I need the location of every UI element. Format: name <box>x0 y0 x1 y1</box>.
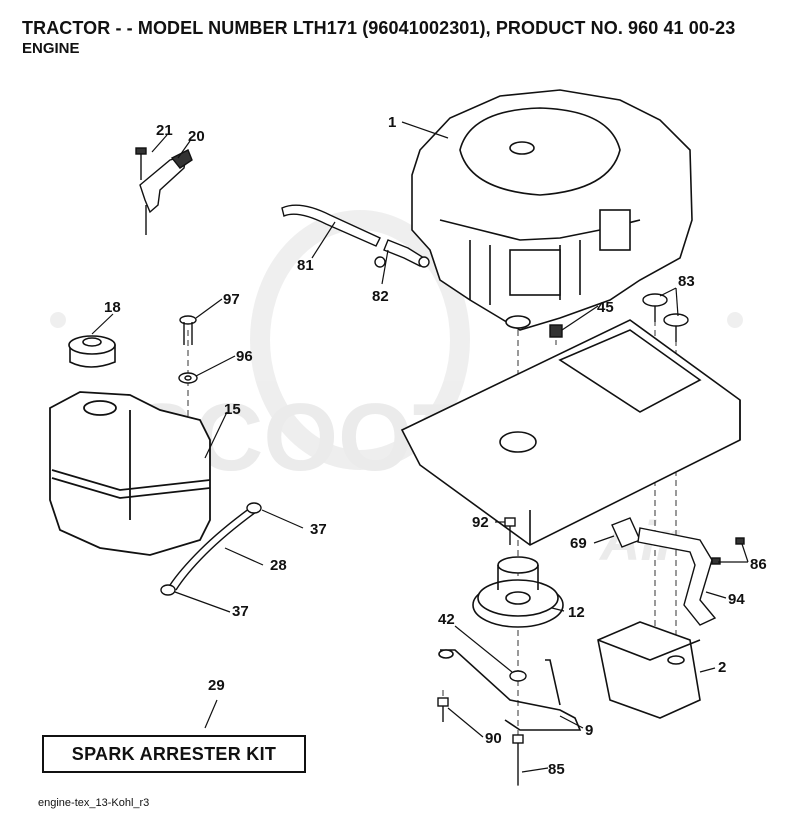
page-subtitle: ENGINE <box>22 40 80 57</box>
callout-21: 21 <box>156 122 173 139</box>
callout-29: 29 <box>208 677 225 694</box>
callout-45: 45 <box>597 299 614 316</box>
throttle-bracket-part[interactable] <box>139 149 193 235</box>
belt-guide-part[interactable] <box>438 649 582 731</box>
frame-part[interactable] <box>400 319 741 546</box>
fuel-line-part[interactable] <box>281 204 381 247</box>
washer-42-part[interactable] <box>509 670 527 682</box>
callout-86: 86 <box>750 556 767 573</box>
callout-96: 96 <box>236 348 253 365</box>
callout-37-upper: 37 <box>310 521 327 538</box>
callout-85: 85 <box>548 761 565 778</box>
knob-83-part[interactable] <box>642 293 689 342</box>
bolt-97-part[interactable] <box>179 315 197 345</box>
bolt-85-part[interactable] <box>512 734 524 785</box>
callout-92: 92 <box>472 514 489 531</box>
callout-12: 12 <box>568 604 585 621</box>
callout-9: 9 <box>585 722 593 739</box>
callout-97: 97 <box>223 291 240 308</box>
pulley-part[interactable] <box>472 556 564 628</box>
nut-45-part[interactable] <box>549 324 563 338</box>
callout-15: 15 <box>224 401 241 418</box>
callout-2: 2 <box>718 659 726 676</box>
washer-96-part[interactable] <box>178 372 198 384</box>
leader-lines <box>91 121 749 773</box>
callout-37-lower: 37 <box>232 603 249 620</box>
fuel-hose-part[interactable] <box>169 507 257 591</box>
clamp-37-lower-part[interactable] <box>160 584 176 596</box>
bolt-21-part[interactable] <box>135 147 147 180</box>
callout-83: 83 <box>678 273 695 290</box>
callout-18: 18 <box>104 299 121 316</box>
callout-90: 90 <box>485 730 502 747</box>
muffler-part[interactable] <box>597 621 701 719</box>
spark-arrester-kit-box[interactable]: SPARK ARRESTER KIT <box>42 735 306 773</box>
fuel-cap-part[interactable] <box>68 335 116 368</box>
callout-82: 82 <box>372 288 389 305</box>
callout-69: 69 <box>570 535 587 552</box>
fuel-tank-part[interactable] <box>49 391 211 556</box>
callout-28: 28 <box>270 557 287 574</box>
callout-81: 81 <box>297 257 314 274</box>
screw-86-part[interactable] <box>711 537 745 565</box>
engine-part[interactable] <box>411 89 693 331</box>
drawing-code: engine-tex_13-Kohl_r3 <box>38 797 150 809</box>
callout-20: 20 <box>188 128 205 145</box>
exhaust-pipe-part[interactable] <box>637 527 717 626</box>
page-title: TRACTOR - - MODEL NUMBER LTH171 (9604100… <box>22 18 736 38</box>
callout-94: 94 <box>728 591 745 608</box>
fuel-filter-part[interactable] <box>374 239 430 268</box>
callout-42: 42 <box>438 611 455 628</box>
clamp-37-upper-part[interactable] <box>246 502 262 514</box>
bolt-90-part[interactable] <box>437 697 449 722</box>
callout-labels: 1 21 20 81 82 83 18 97 96 45 15 37 28 37… <box>104 114 767 778</box>
callout-1: 1 <box>388 114 396 131</box>
